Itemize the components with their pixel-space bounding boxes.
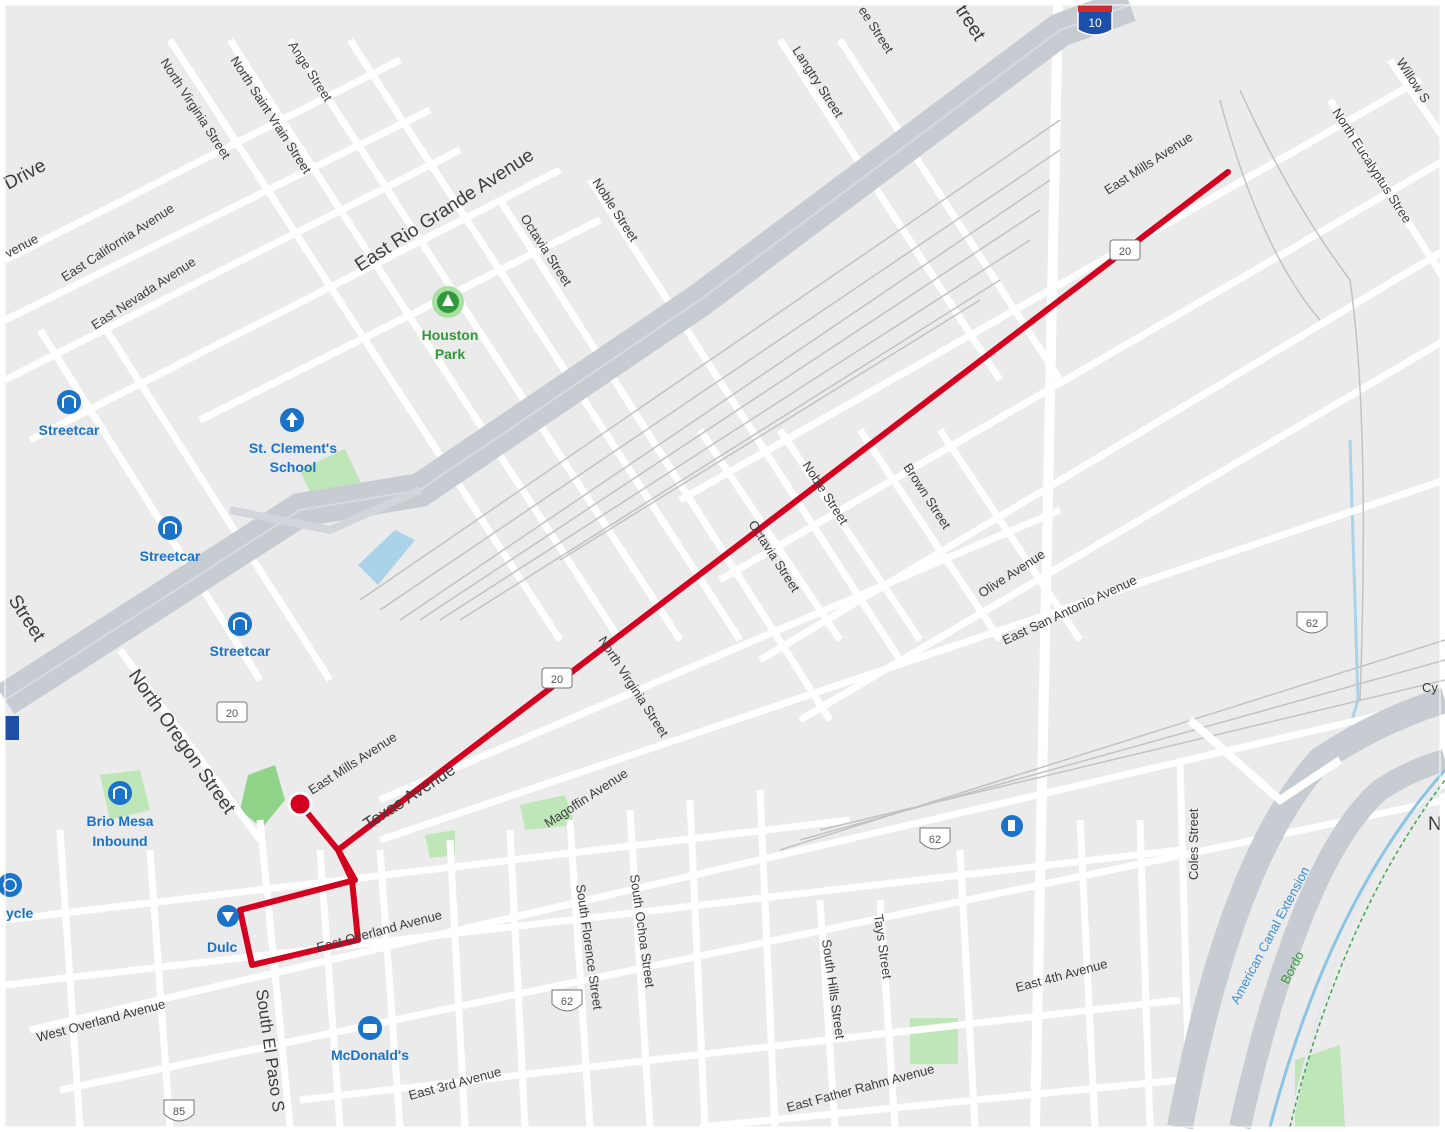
svg-text:Streetcar: Streetcar: [210, 643, 271, 659]
poi-houston-park[interactable]: Houston Park: [422, 286, 479, 362]
american-canal: [1268, 769, 1445, 1128]
shield-us62-bottom: 62: [551, 989, 583, 1012]
main-north-south-road: [1030, 4, 1063, 1128]
transit-icon: [113, 786, 127, 799]
poi-brio-mesa-inbound[interactable]: Brio Mesa Inbound: [87, 781, 154, 849]
svg-text:ycle: ycle: [6, 905, 33, 921]
svg-text:20: 20: [1119, 246, 1131, 258]
street-label: N: [1428, 814, 1442, 835]
transit-icon: [163, 521, 177, 534]
svg-text:Park: Park: [435, 346, 466, 362]
poi-st-clements-school[interactable]: St. Clement's School: [249, 408, 337, 475]
svg-text:Streetcar: Streetcar: [140, 548, 201, 564]
svg-text:Inbound: Inbound: [92, 833, 147, 849]
restaurant-icon: [363, 1024, 377, 1033]
cafe-icon: [222, 912, 234, 922]
route-start-marker[interactable]: [287, 791, 313, 817]
route-line: [237, 169, 1231, 968]
svg-text:85: 85: [173, 1106, 185, 1118]
poi-streetcar-2[interactable]: Streetcar: [140, 516, 201, 564]
street-label: Coles Street: [1186, 808, 1201, 880]
svg-text:Houston: Houston: [422, 327, 479, 343]
svg-text:McDonald's: McDonald's: [331, 1047, 409, 1063]
svg-text:St. Clement's: St. Clement's: [249, 440, 337, 456]
shield-i-left: [5, 716, 19, 740]
poi-mcdonalds[interactable]: McDonald's: [331, 1016, 409, 1063]
svg-text:Dulc: Dulc: [207, 939, 238, 955]
shield-us62-right: 62: [1296, 611, 1328, 634]
shield-us62-mid: 62: [919, 827, 951, 850]
poi-gas-station[interactable]: [1001, 815, 1023, 837]
svg-text:20: 20: [551, 674, 563, 686]
map-frame: [4, 4, 1441, 1128]
svg-text:Streetcar: Streetcar: [39, 422, 100, 438]
street-grid-2: [3, 56, 1445, 1131]
shield-us20-top: 20: [1109, 239, 1141, 261]
svg-text:Brio Mesa: Brio Mesa: [87, 813, 154, 829]
svg-text:62: 62: [1306, 618, 1318, 630]
poi-dulce[interactable]: Dulc: [207, 905, 239, 955]
transit-icon: [233, 617, 247, 630]
poi-streetcar-3[interactable]: Streetcar: [210, 612, 271, 659]
gas-icon: [1008, 820, 1015, 831]
svg-text:10: 10: [1088, 16, 1102, 30]
shield-us20-left: 20: [216, 701, 248, 723]
svg-text:62: 62: [929, 834, 941, 846]
school-icon: [286, 412, 298, 427]
interstate-10: [0, 0, 1136, 715]
street-grid-3: [56, 759, 1194, 1128]
svg-text:School: School: [270, 459, 317, 475]
shield-us85: 85: [163, 1099, 195, 1122]
tree-icon: [442, 294, 454, 306]
bicycle-icon: [3, 878, 17, 892]
street-label: Cy: [1422, 680, 1438, 695]
shield-i10: 10: [1077, 5, 1113, 36]
interchange-ramps: [1187, 717, 1343, 806]
svg-text:62: 62: [561, 996, 573, 1008]
highway-east: [1167, 687, 1445, 1130]
railway-yard: [359, 89, 1445, 851]
svg-text:20: 20: [226, 708, 238, 720]
poi-streetcar-1[interactable]: Streetcar: [39, 390, 100, 438]
shield-us20-mid: 20: [541, 667, 573, 689]
transit-icon: [62, 395, 76, 408]
